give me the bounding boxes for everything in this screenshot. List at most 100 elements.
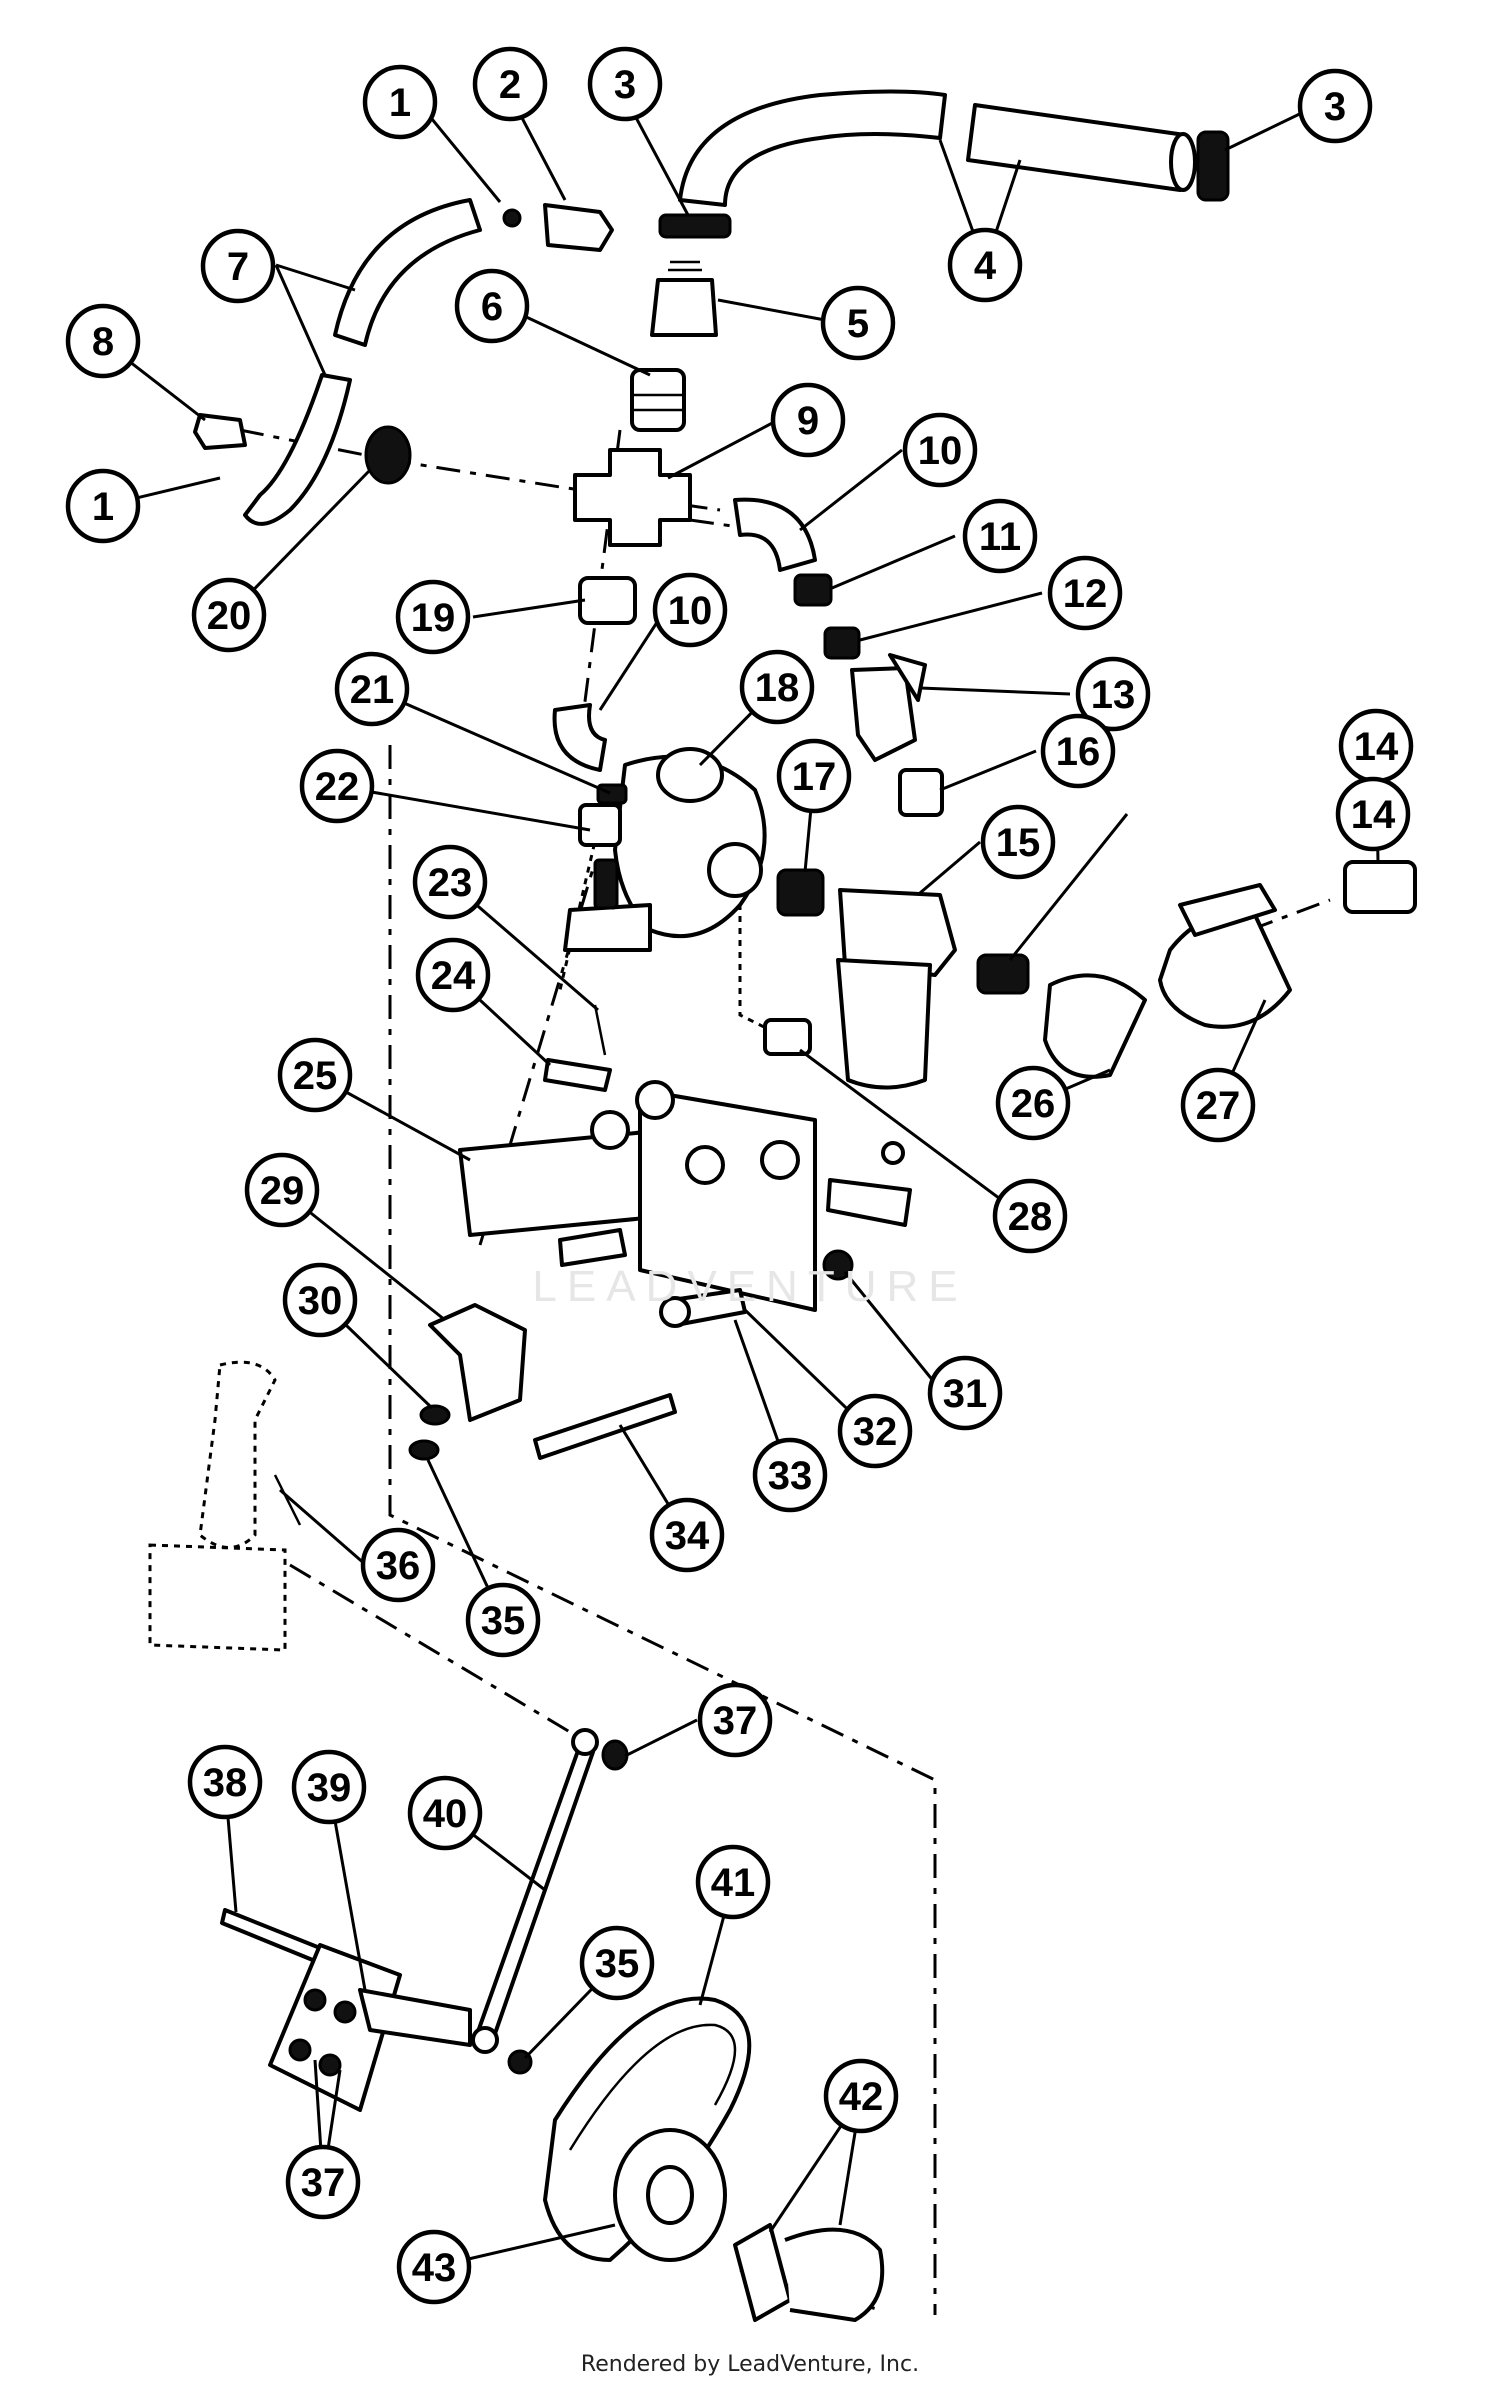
callout-4: 4 [947, 227, 1023, 303]
nipple-14 [976, 860, 1417, 995]
callout-circle [299, 748, 375, 824]
pump-housing-18 [563, 747, 767, 952]
callout-40: 40 [407, 1775, 483, 1851]
callout-number: 10 [668, 589, 713, 633]
callout-circle [992, 1178, 1068, 1254]
callout-number: 34 [665, 1514, 710, 1558]
callout-37: 37 [697, 1682, 773, 1758]
bolt-38 [220, 1908, 327, 1965]
callout-circle [1180, 1067, 1256, 1143]
washer-37 [601, 1739, 629, 1771]
callout-number: 19 [411, 596, 456, 640]
fittings-11-12 [793, 573, 861, 660]
callout-14: 14 [1338, 708, 1414, 784]
callout-number: 1 [92, 485, 114, 529]
callout-circle [282, 1262, 358, 1338]
callout-circle [947, 227, 1023, 303]
callout-number: 8 [92, 320, 114, 364]
hose-4 [678, 89, 1197, 207]
callout-13: 13 [1075, 656, 1151, 732]
watermark-text: LEADVENTURE [532, 1262, 968, 1311]
callout-number: 15 [996, 821, 1041, 865]
callout-circle [927, 1355, 1003, 1431]
callout-number: 30 [298, 1279, 343, 1323]
callout-28: 28 [992, 1178, 1068, 1254]
bracket-25 [458, 1080, 817, 1312]
callout-20: 20 [191, 577, 267, 653]
callout-circle [407, 1775, 483, 1851]
callout-17: 17 [776, 738, 852, 814]
callout-circle [395, 579, 471, 655]
fitting-16 [898, 768, 944, 817]
callout-3: 3 [587, 46, 663, 122]
callout-circle [587, 46, 663, 122]
adapter-5 [650, 260, 718, 337]
callout-circle [820, 285, 896, 361]
callout-number: 20 [207, 594, 252, 638]
callout-circle [962, 498, 1038, 574]
callout-number: 35 [481, 1599, 526, 1643]
callout-number: 7 [227, 245, 249, 289]
callout-10: 10 [652, 572, 728, 648]
callout-number: 14 [1354, 725, 1399, 769]
callout-22: 22 [299, 748, 375, 824]
callout-circle [770, 382, 846, 458]
callout-circle [995, 1065, 1071, 1141]
callout-circle [360, 1527, 436, 1603]
callout-30: 30 [282, 1262, 358, 1338]
callout-circle [695, 1844, 771, 1920]
footer-credit: Rendered by LeadVenture, Inc. [580, 2352, 920, 2377]
strainer-15 [836, 888, 957, 1090]
bolts-32-33 [558, 1228, 747, 1328]
screws-21-22 [578, 783, 628, 910]
callout-number: 42 [839, 2075, 884, 2119]
callout-number: 16 [1056, 730, 1101, 774]
callout-27: 27 [1180, 1067, 1256, 1143]
pulley-43 [613, 2128, 727, 2262]
callout-number: 38 [203, 1761, 248, 1805]
bushing-20 [364, 425, 412, 485]
callout-circle [649, 1497, 725, 1573]
hose-7 [243, 198, 482, 526]
callout-circle [652, 572, 728, 648]
callout-number: 37 [713, 1699, 758, 1743]
fitting-2 [502, 203, 614, 252]
callout-10: 10 [902, 412, 978, 488]
callout-42: 42 [823, 2058, 899, 2134]
callout-37: 37 [285, 2144, 361, 2220]
bracket-29 [428, 1303, 527, 1422]
elbow-26 [1043, 973, 1147, 1079]
callout-number: 17 [792, 755, 837, 799]
callout-circle [697, 1682, 773, 1758]
callout-23: 23 [412, 844, 488, 920]
callout-number: 37 [301, 2161, 346, 2205]
callout-35: 35 [579, 1925, 655, 2001]
nipple-17 [776, 868, 825, 917]
callout-circle [1047, 555, 1123, 631]
callout-9: 9 [770, 382, 846, 458]
clamp-3 [658, 130, 1230, 239]
callout-circle [739, 649, 815, 725]
callout-number: 5 [847, 302, 869, 346]
callout-15: 15 [980, 804, 1056, 880]
callout-number: 25 [293, 1054, 338, 1098]
pin-clip [826, 1141, 912, 1227]
callout-36: 36 [360, 1527, 436, 1603]
callout-number: 12 [1063, 572, 1108, 616]
callout-number: 43 [412, 2246, 457, 2290]
callout-circle [1075, 656, 1151, 732]
spring-36 [273, 1474, 302, 1526]
callout-circle [412, 844, 488, 920]
lever-ghost [148, 1360, 287, 1652]
callout-number: 28 [1008, 1195, 1053, 1239]
callout-circle [837, 1393, 913, 1469]
callout-number: 39 [307, 1766, 352, 1810]
callout-number: 23 [428, 861, 473, 905]
callout-number: 1 [389, 81, 411, 125]
bushing-19 [578, 576, 637, 625]
callout-number: 24 [431, 954, 476, 998]
callout-1: 1 [65, 468, 141, 544]
belt-guide-42 [733, 2223, 885, 2322]
callout-number: 35 [595, 1942, 640, 1986]
